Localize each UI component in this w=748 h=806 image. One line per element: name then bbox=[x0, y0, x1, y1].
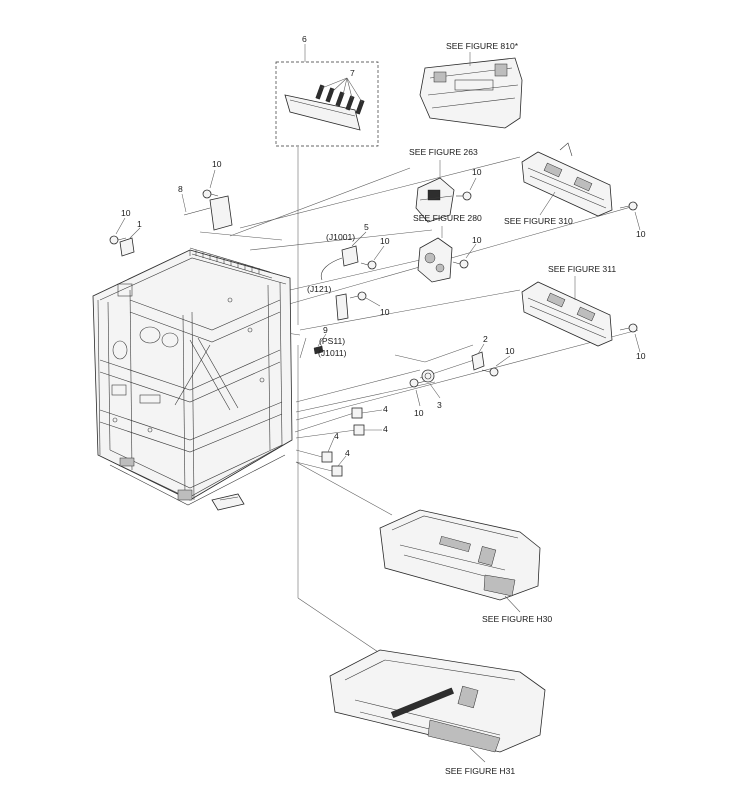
callout-10-left: 10 bbox=[121, 208, 131, 218]
small-parts bbox=[109, 189, 638, 477]
small-bracket-base bbox=[211, 493, 245, 511]
callout-6: 6 bbox=[302, 34, 307, 44]
module-263 bbox=[415, 160, 455, 223]
ref-figure-h30: SEE FIGURE H30 bbox=[482, 614, 552, 624]
roller-assembly-310 bbox=[521, 142, 613, 217]
callout-5: 5 bbox=[364, 222, 369, 232]
module-280 bbox=[417, 226, 453, 283]
callout-1: 1 bbox=[137, 219, 142, 229]
callout-2: 2 bbox=[483, 334, 488, 344]
ref-figure-311: SEE FIGURE 311 bbox=[548, 264, 616, 274]
callout-4a: 4 bbox=[383, 404, 388, 414]
sensor-fingers bbox=[315, 84, 365, 115]
connector-ps11: (PS11) bbox=[319, 336, 345, 346]
ref-figure-810: SEE FIGURE 810* bbox=[446, 41, 519, 51]
callout-10-clip: 10 bbox=[505, 346, 515, 356]
callout-4c: 4 bbox=[334, 431, 339, 441]
screw-10b bbox=[202, 189, 219, 199]
callout-10-263: 10 bbox=[472, 167, 482, 177]
screw-10a bbox=[109, 235, 127, 245]
callout-3: 3 bbox=[437, 400, 442, 410]
screw-10c bbox=[456, 191, 472, 201]
callout-10-top: 10 bbox=[212, 159, 222, 169]
ref-figure-280: SEE FIGURE 280 bbox=[413, 213, 482, 223]
callout-10-311: 10 bbox=[636, 351, 646, 361]
cassette-tray-h31 bbox=[329, 649, 546, 763]
callout-4d: 4 bbox=[345, 448, 350, 458]
ref-figure-h31: SEE FIGURE H31 bbox=[445, 766, 515, 776]
callout-10-sensor: 10 bbox=[380, 236, 390, 246]
callout-7: 7 bbox=[350, 68, 355, 78]
ref-figure-310: SEE FIGURE 310 bbox=[504, 216, 573, 226]
callout-10-280: 10 bbox=[472, 235, 482, 245]
roller-assembly-311 bbox=[521, 276, 613, 347]
detail-box-6-7 bbox=[275, 44, 379, 147]
fuser-unit bbox=[419, 52, 523, 129]
screw-10f bbox=[349, 291, 367, 301]
ref-figure-263: SEE FIGURE 263 bbox=[409, 147, 478, 157]
cassette-tray-h30 bbox=[379, 509, 541, 613]
connector-j121: (J121) bbox=[307, 284, 331, 294]
screw-10d bbox=[452, 259, 469, 269]
screw-10i bbox=[481, 367, 499, 377]
callout-10-bracket: 10 bbox=[380, 307, 390, 317]
connector-j1001: (J1001) bbox=[326, 232, 355, 242]
callout-ticks bbox=[115, 169, 641, 467]
callout-8: 8 bbox=[178, 184, 183, 194]
main-frame-assembly bbox=[92, 247, 293, 506]
callout-10-roller: 10 bbox=[414, 408, 424, 418]
connector-j1011: (J1011) bbox=[318, 348, 347, 358]
screw-10h bbox=[619, 323, 638, 333]
leader-lines bbox=[199, 147, 639, 661]
labels: SEE FIGURE 810* SEE FIGURE 263 SEE FIGUR… bbox=[121, 34, 646, 776]
callout-4b: 4 bbox=[383, 424, 388, 434]
screw-10g bbox=[619, 201, 638, 211]
screw-10e bbox=[360, 260, 377, 270]
callout-9: 9 bbox=[323, 325, 328, 335]
rail-teeth bbox=[195, 250, 260, 274]
callout-10-310: 10 bbox=[636, 229, 646, 239]
